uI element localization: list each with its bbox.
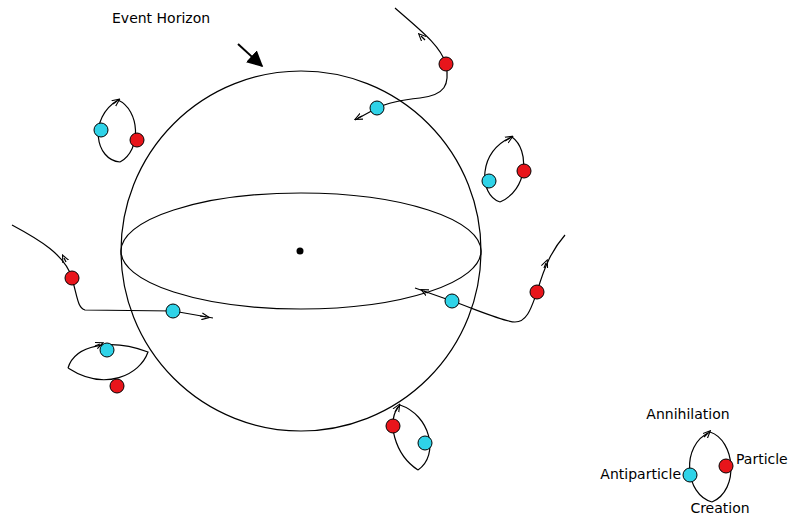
title-label: Event Horizon [112,10,210,27]
antiparticle [683,468,697,482]
antiparticle [445,294,459,308]
trajectory [415,235,565,322]
antiparticle [94,123,108,137]
antiparticle [166,304,180,318]
antiparticle [418,436,432,450]
particle [530,285,544,299]
arrow [544,263,546,268]
trajectory [12,225,213,318]
event-horizon [121,71,481,431]
antiparticle [482,174,496,188]
particle [517,164,531,178]
pointer-arrow [238,44,262,66]
key-label: Particle [736,451,788,468]
arrow [421,36,425,40]
antiparticle [370,101,384,115]
arrow [704,433,708,437]
trajectory [355,8,447,120]
particle [110,379,124,393]
antiparticle [100,343,114,357]
key-label: Antiparticle [600,466,681,483]
key-label: Annihilation [646,406,729,423]
arrow [113,101,117,104]
arrow [95,344,100,346]
arrow [505,138,510,141]
particle [439,57,453,71]
key-label: Creation [690,500,749,517]
particle [386,419,400,433]
arrow [200,316,206,317]
arrow [395,407,398,412]
particle [719,459,733,473]
arrow [64,258,66,262]
arrow [358,116,362,118]
singularity [297,248,304,255]
arrow [424,291,428,293]
particle [65,271,79,285]
particle [130,133,144,147]
